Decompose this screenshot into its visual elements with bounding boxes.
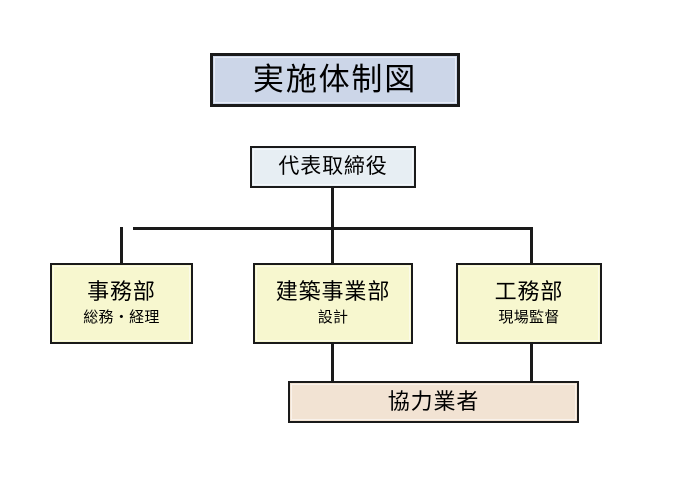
node-works-dept-sublabel: 現場監督 [498,309,560,327]
node-partner-contractors-label: 協力業者 [387,388,480,414]
node-works-dept: 工務部 現場監督 [456,263,602,344]
node-admin-dept-sublabel: 総務・経理 [83,309,160,327]
connector-building-to-partner [331,344,334,382]
node-admin-dept: 事務部 総務・経理 [50,263,193,344]
connector-ceo-stem [331,188,334,230]
chart-title-box: 実施体制図 [210,53,460,107]
node-ceo-label: 代表取締役 [278,155,388,179]
node-building-dept-label: 建築事業部 [275,279,391,305]
connector-drop-building [331,227,334,264]
node-building-dept: 建築事業部 設計 [253,263,413,344]
connector-works-to-partner [530,344,533,382]
node-partner-contractors: 協力業者 [288,381,579,423]
node-works-dept-label: 工務部 [494,279,564,305]
node-ceo: 代表取締役 [250,146,416,188]
connector-drop-works [530,227,533,264]
node-building-dept-sublabel: 設計 [317,309,349,327]
connector-drop-admin [120,227,123,264]
chart-title-label: 実施体制図 [252,61,418,97]
node-admin-dept-label: 事務部 [87,279,156,305]
